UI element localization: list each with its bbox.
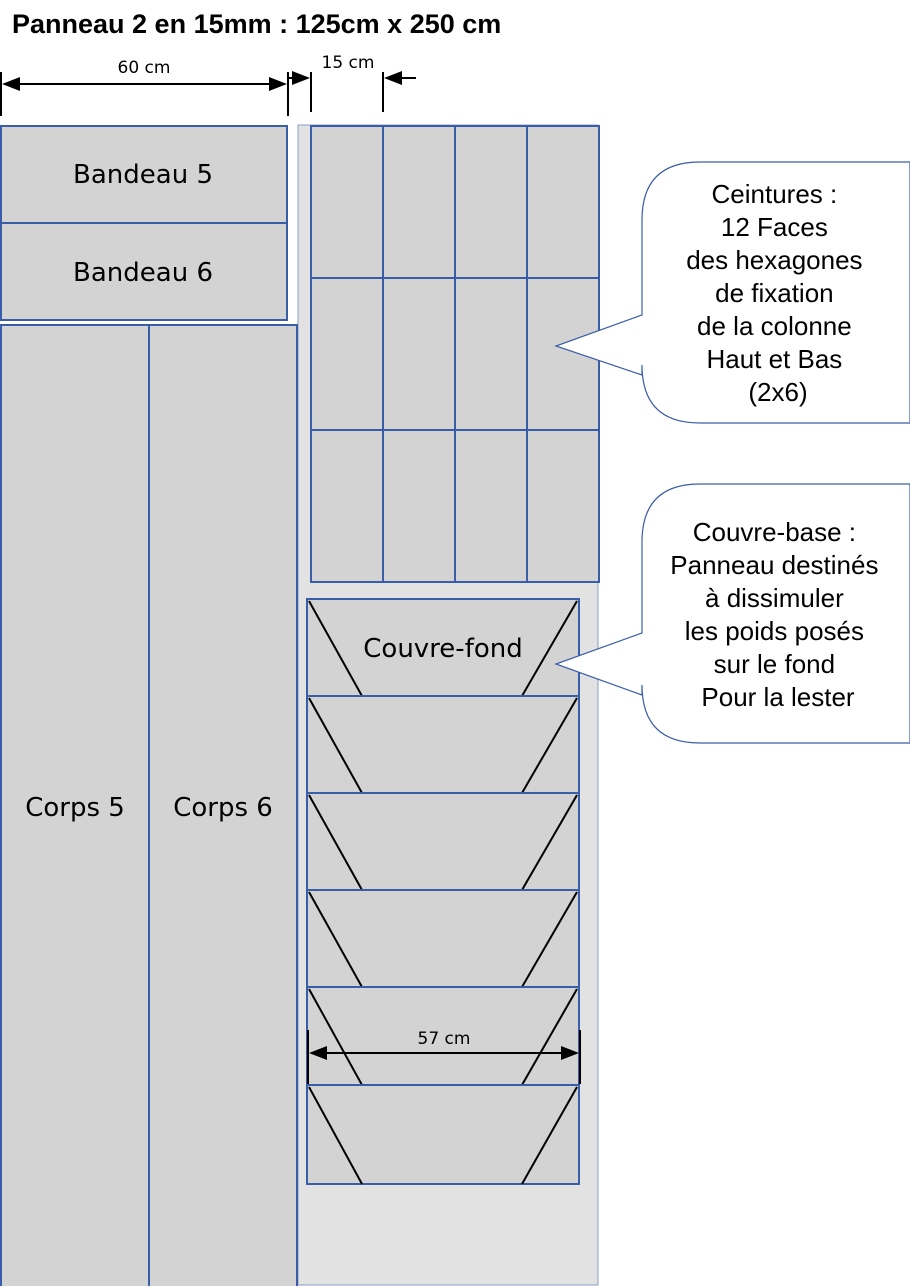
ceinture-piece xyxy=(382,429,456,583)
ceintures-grid xyxy=(310,125,600,583)
callout-line: les poids posés xyxy=(685,616,864,646)
corps-5-piece xyxy=(0,324,150,1286)
callout-line: Panneau destinés xyxy=(670,550,878,580)
bandeau-6-label: Bandeau 6 xyxy=(73,258,213,288)
couvre-fond-piece xyxy=(306,792,580,891)
dimension-57cm: 57 cm xyxy=(307,1029,581,1084)
dimension-57cm-label: 57 cm xyxy=(418,1029,471,1049)
couvre-fond-piece xyxy=(306,695,580,794)
callout-line: (2x6) xyxy=(748,377,807,407)
callout-line: des hexagones xyxy=(686,245,862,275)
callout-line: 12 Faces xyxy=(721,212,828,242)
ceinture-piece xyxy=(382,277,456,431)
ceinture-piece xyxy=(526,429,600,583)
page-title: Panneau 2 en 15mm : 125cm x 250 cm xyxy=(12,9,501,39)
ceinture-piece xyxy=(454,277,528,431)
bandeau-6-piece xyxy=(0,222,288,321)
ceinture-piece xyxy=(310,277,384,431)
couvre-base-callout: Couvre-base : Panneau destinés à dissimu… xyxy=(554,483,910,744)
corps-6-label: Corps 6 xyxy=(173,793,273,823)
callout-line: Pour la lester xyxy=(701,682,855,712)
ceinture-piece xyxy=(454,429,528,583)
couvre-fond-piece xyxy=(306,889,580,988)
corps-6-piece xyxy=(148,324,298,1286)
callout-line: de fixation xyxy=(715,278,834,308)
ceinture-piece xyxy=(526,125,600,279)
dimension-60cm-label: 60 cm xyxy=(118,58,171,78)
callout-line: sur le fond xyxy=(714,649,835,679)
couvre-fond-label: Couvre-fond xyxy=(363,634,522,664)
ceintures-callout: Ceintures : 12 Faces des hexagones de fi… xyxy=(554,161,910,424)
callout-line: à dissimuler xyxy=(705,583,844,613)
couvre-fond-piece xyxy=(306,598,580,697)
ceintures-callout-text: Ceintures : 12 Faces des hexagones de fi… xyxy=(686,179,870,407)
dimension-60cm: 60 cm xyxy=(0,58,289,116)
dimension-15cm-label: 15 cm xyxy=(322,53,375,73)
ceinture-piece xyxy=(310,125,384,279)
couvre-base-callout-text: Couvre-base : Panneau destinés à dissimu… xyxy=(670,517,885,712)
callout-line: Ceintures : xyxy=(712,179,838,209)
ceinture-piece xyxy=(310,429,384,583)
callout-line: de la colonne xyxy=(697,311,852,341)
dimension-15cm: 15 cm xyxy=(288,53,416,112)
couvre-fond-piece xyxy=(306,1084,580,1185)
bandeau-5-label: Bandeau 5 xyxy=(73,160,213,190)
ceinture-piece xyxy=(454,125,528,279)
corps-5-label: Corps 5 xyxy=(25,793,125,823)
couvre-fond-stack xyxy=(306,598,580,1185)
bandeau-5-piece xyxy=(0,125,288,224)
ceinture-piece xyxy=(382,125,456,279)
callout-line: Haut et Bas xyxy=(706,344,842,374)
callout-line: Couvre-base : xyxy=(693,517,856,547)
